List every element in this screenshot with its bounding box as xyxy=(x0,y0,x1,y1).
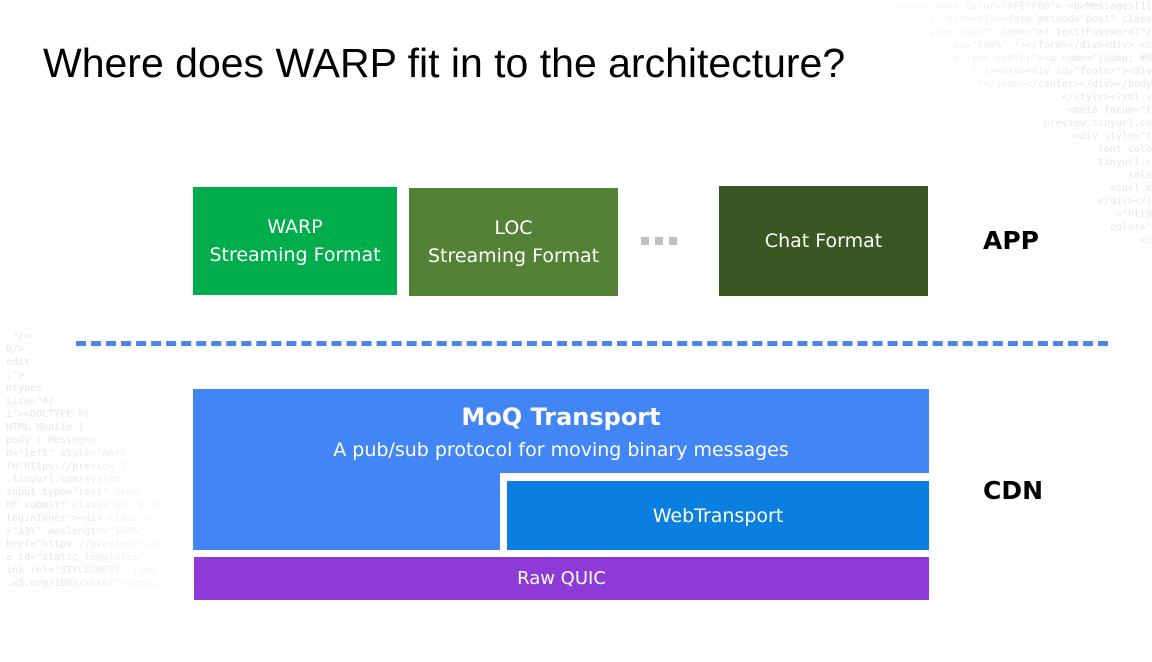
moq-transport-box: MoQ Transport A pub/sub protocol for mov… xyxy=(193,389,929,473)
moq-transport-extension xyxy=(193,473,500,550)
loc-format-line2: Streaming Format xyxy=(427,245,600,267)
loc-format-box: LOC Streaming Format xyxy=(409,188,618,296)
warp-format-line1: WARP xyxy=(267,216,323,238)
loc-format-line1: LOC xyxy=(494,217,533,239)
slide-title: Where does WARP fit in to the architectu… xyxy=(43,40,846,86)
raw-quic-box: Raw QUIC xyxy=(194,557,929,600)
webtransport-label: WebTransport xyxy=(652,504,784,527)
warp-format-box: WARP Streaming Format xyxy=(193,187,397,295)
code-texture-bottom-left: "/> 0/> edit ;"> ntypes size="4/ i"><DOC… xyxy=(6,331,163,589)
warp-format-line2: Streaming Format xyxy=(209,244,381,266)
layer-divider xyxy=(76,341,1108,346)
app-layer-label: APP xyxy=(983,226,1039,255)
moq-transport-subtitle: A pub/sub protocol for moving binary mes… xyxy=(333,439,789,461)
webtransport-box: WebTransport xyxy=(507,481,929,550)
ellipsis-dots xyxy=(641,237,677,245)
chat-format-box: Chat Format xyxy=(719,186,928,296)
cdn-layer-label: CDN xyxy=(983,476,1044,505)
moq-transport-title: MoQ Transport xyxy=(461,403,661,431)
chat-format-label: Chat Format xyxy=(764,230,883,252)
raw-quic-label: Raw QUIC xyxy=(517,568,606,589)
